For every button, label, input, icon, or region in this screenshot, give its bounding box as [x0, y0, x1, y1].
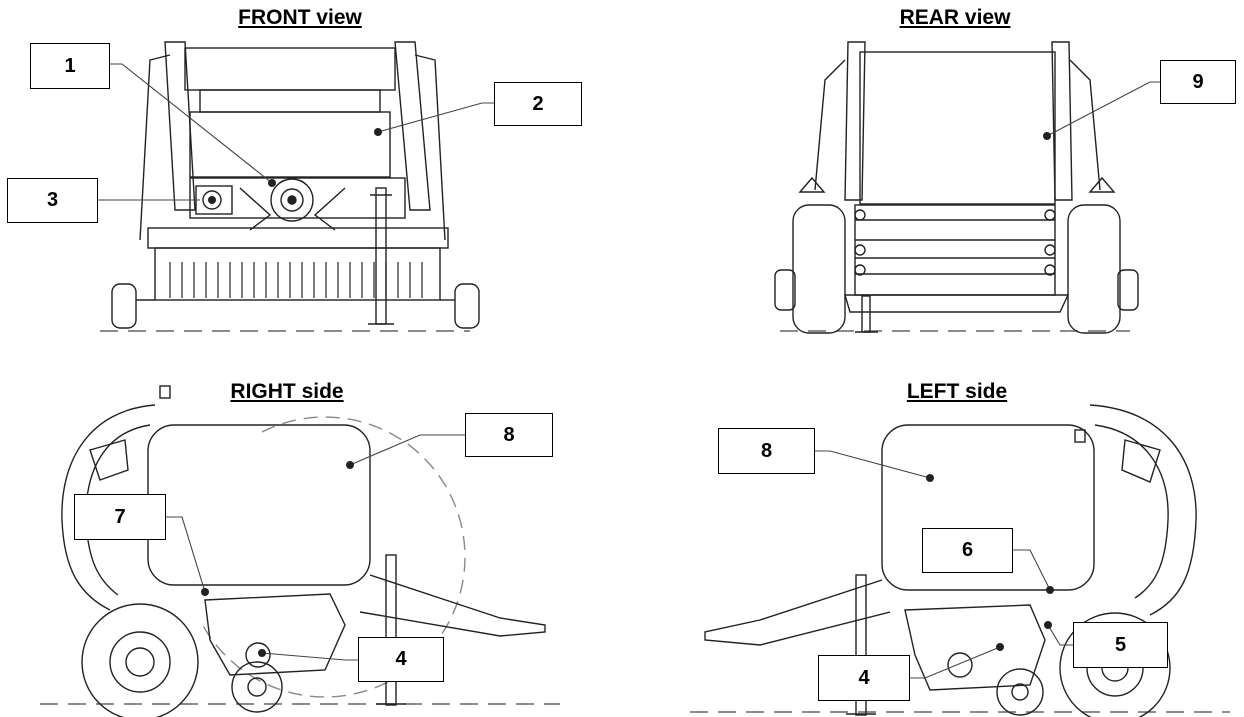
front-view-title: FRONT view: [238, 6, 362, 29]
callout-left-6: 6: [922, 528, 1013, 573]
callout-left-8: 8: [718, 428, 815, 474]
right-side-drawing: [40, 385, 560, 717]
callout-right-7: 7: [74, 494, 166, 540]
callout-left-4: 4: [818, 655, 910, 701]
left-side-drawing: [690, 404, 1230, 717]
callout-front-1: 1: [30, 43, 110, 89]
leader-dots: [201, 128, 1054, 657]
right-side-title: RIGHT side: [230, 380, 344, 403]
callout-rear-9: 9: [1160, 60, 1236, 104]
rear-view-drawing: [774, 41, 1139, 334]
front-view-drawing: [100, 41, 480, 332]
leader-lines: [98, 63, 1160, 679]
callout-right-4: 4: [358, 637, 444, 682]
callout-right-8: 8: [465, 413, 553, 457]
rear-view-title: REAR view: [899, 6, 1011, 29]
callout-front-3: 3: [7, 178, 98, 223]
callout-front-2: 2: [494, 82, 582, 126]
left-side-title: LEFT side: [906, 380, 1008, 403]
callout-left-5: 5: [1073, 622, 1168, 668]
